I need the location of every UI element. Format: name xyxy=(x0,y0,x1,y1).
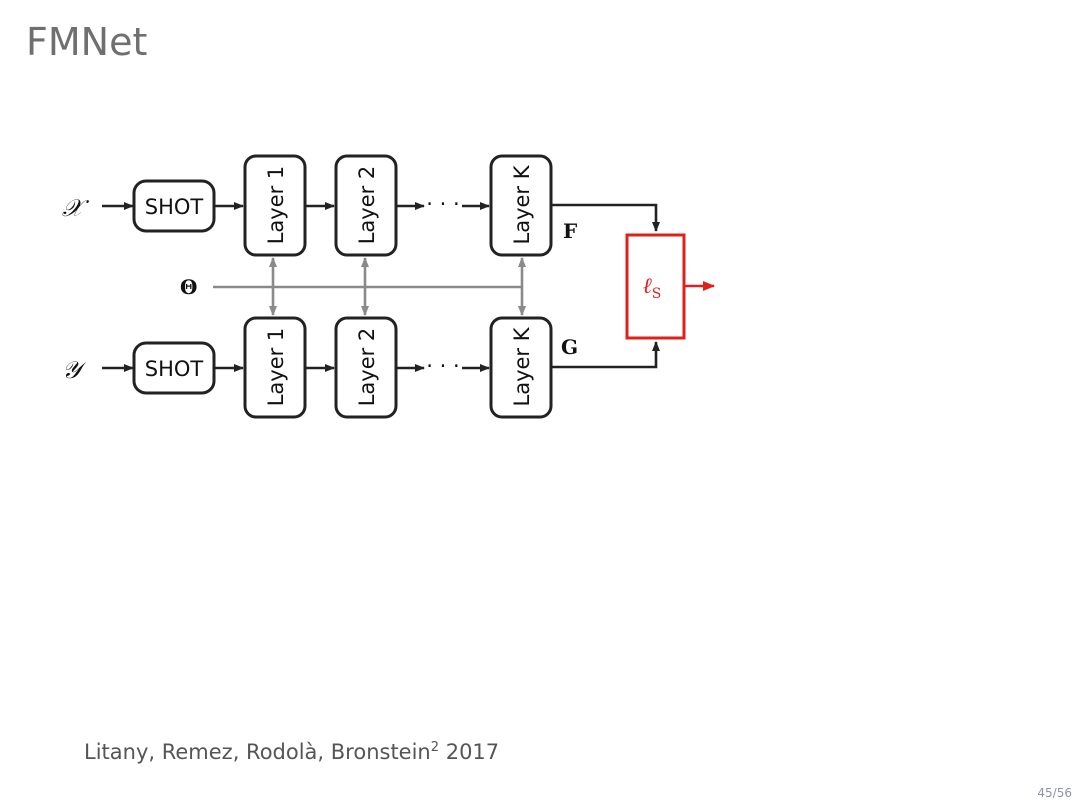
citation-superscript: 2 xyxy=(430,740,440,755)
layerK-label-bottom: Layer K xyxy=(510,326,534,406)
ellipsis-top: · · · xyxy=(426,192,459,216)
input-y-label: 𝒴 xyxy=(62,356,87,384)
shot-box-bottom: SHOT xyxy=(132,341,216,395)
svg-text:ℓS: ℓS xyxy=(643,274,662,302)
citation-year: 2017 xyxy=(439,740,500,764)
arrow-layerK-to-loss-bottom xyxy=(551,341,660,369)
layerK-box-top: Layer K xyxy=(489,154,553,257)
layer1-box-bottom: Layer 1 xyxy=(243,316,307,419)
loss-subscript: S xyxy=(652,286,662,302)
page-number: 45/56 xyxy=(1037,786,1072,800)
loss-label: ℓ xyxy=(643,274,653,299)
shot-box-top: SHOT xyxy=(132,179,216,233)
output-f-label: F xyxy=(563,219,577,243)
layer2-label-bottom: Layer 2 xyxy=(355,328,379,407)
layerK-box-bottom: Layer K xyxy=(489,316,553,419)
slide-title: FMNet xyxy=(26,20,148,64)
arrow-layerK-to-loss-top xyxy=(551,203,660,232)
citation: Litany, Remez, Rodolà, Bronstein2 2017 xyxy=(84,740,499,764)
layer1-label-bottom: Layer 1 xyxy=(264,328,288,407)
layer2-box-top: Layer 2 xyxy=(334,154,398,257)
layer2-box-bottom: Layer 2 xyxy=(334,316,398,419)
ellipsis-bottom: · · · xyxy=(426,354,459,378)
layerK-label-top: Layer K xyxy=(510,164,534,244)
shot-label-top: SHOT xyxy=(145,195,204,219)
shot-label-bottom: SHOT xyxy=(145,357,204,381)
layer1-label-top: Layer 1 xyxy=(264,166,288,245)
theta-label: Θ xyxy=(180,275,197,299)
loss-box: ℓS xyxy=(625,233,686,340)
input-x-label: 𝒳 xyxy=(62,194,90,222)
output-g-label: G xyxy=(561,335,578,359)
citation-authors: Litany, Remez, Rodolà, Bronstein xyxy=(84,740,431,764)
layer2-label-top: Layer 2 xyxy=(355,166,379,245)
layer1-box-top: Layer 1 xyxy=(243,154,307,257)
